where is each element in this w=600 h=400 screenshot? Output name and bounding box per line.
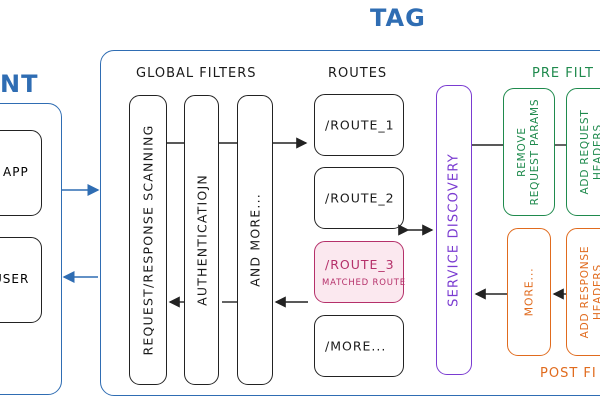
post-filter-add-response-headers[interactable]: ADD RESPONSE HEADERS — [566, 228, 600, 356]
filter-scanning[interactable]: REQUEST/RESPONSE SCANNING — [129, 95, 167, 385]
gateway-frame — [100, 50, 600, 396]
matched-route-note: MATCHED ROUTE — [322, 278, 406, 288]
route-2[interactable]: /ROUTE_2 — [314, 167, 404, 229]
global-filters-heading: GLOBAL FILTERS — [136, 66, 257, 81]
service-discovery[interactable]: SERVICE DISCOVERY — [436, 85, 472, 375]
pre-filters-heading: PRE FILT — [532, 66, 594, 81]
route-more-label: /MORE... — [325, 338, 387, 354]
route-3-matched[interactable]: /ROUTE_3 MATCHED ROUTE — [314, 241, 406, 303]
client-frame — [0, 103, 62, 395]
pre-filter-add-headers[interactable]: ADD REQUEST HEADERS — [566, 88, 600, 216]
route-1[interactable]: /ROUTE_1 — [314, 94, 404, 156]
routes-heading: ROUTES — [328, 66, 388, 81]
client-app-box[interactable]: APP — [0, 130, 42, 216]
client-app-label: APP — [3, 165, 29, 179]
client-browser-label: USER — [0, 272, 30, 286]
post-filters-heading: POST FI — [540, 366, 597, 381]
pre-filter-remove-params[interactable]: REMOVE REQUEST PARAMS — [503, 88, 555, 216]
route-3-label: /ROUTE_3 — [325, 257, 395, 272]
gateway-title: TAG — [370, 4, 426, 32]
route-more[interactable]: /MORE... — [314, 315, 404, 377]
route-2-label: /ROUTE_2 — [325, 190, 395, 206]
route-1-label: /ROUTE_1 — [325, 117, 395, 133]
client-title: NT — [0, 70, 39, 98]
post-filter-more[interactable]: MORE... — [507, 228, 551, 356]
filter-authentication[interactable]: AUTHENTICATIOJN — [184, 95, 219, 385]
client-browser-box[interactable]: USER — [0, 237, 42, 323]
filter-and-more[interactable]: AND MORE... — [237, 95, 273, 385]
